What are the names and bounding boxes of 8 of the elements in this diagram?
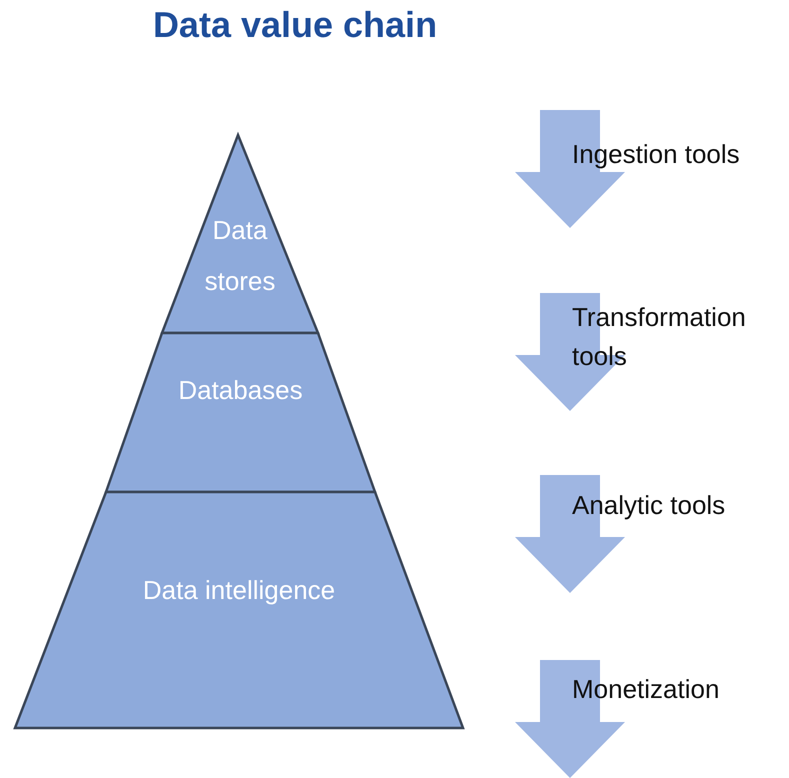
stage-label: Ingestion tools	[572, 138, 741, 171]
stage-label: Analytic tools	[572, 489, 726, 522]
level-label: Databases	[177, 374, 304, 407]
level-label: Data stores	[204, 214, 276, 298]
level-label: Data intelligence	[142, 574, 336, 607]
stage-label: Monetization	[572, 673, 720, 706]
stage-label: Transformation tools	[572, 301, 747, 373]
diagram-title: Data value chain	[152, 4, 438, 46]
